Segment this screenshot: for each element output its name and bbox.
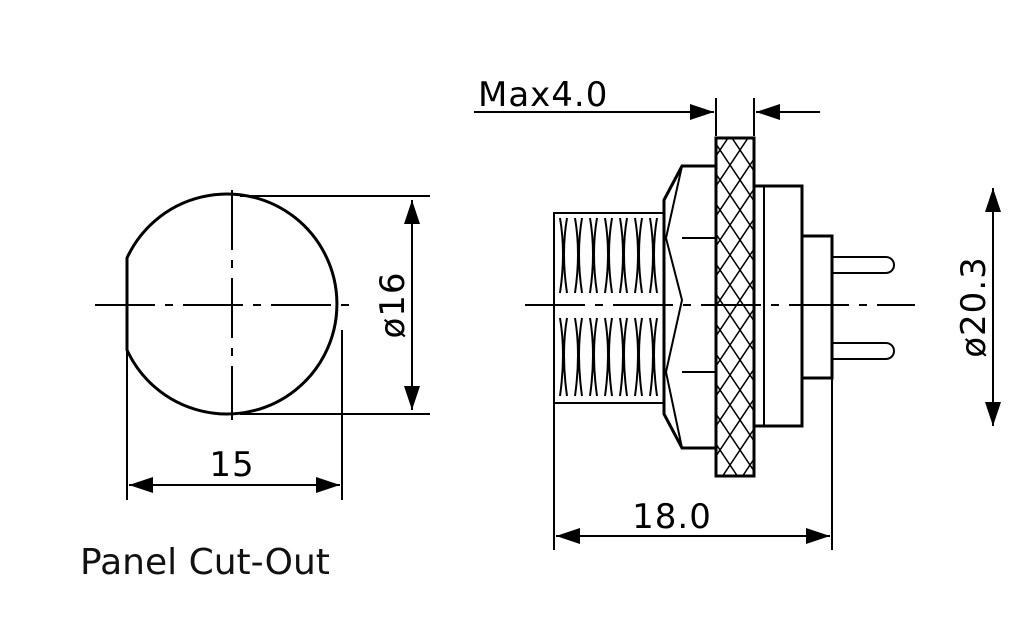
connector-length-label: 18.0: [632, 497, 712, 537]
connector-side-view: Max4.0 18.0 ø20.3: [474, 75, 1001, 550]
cutout-diameter-label: ø16: [373, 271, 413, 338]
cutout-width-label: 15: [209, 445, 254, 485]
hex-nut-facets: [664, 165, 684, 449]
pin-upper: [832, 256, 895, 274]
panel-cutout-view: ø16 15 Panel Cut-Out: [80, 190, 430, 583]
connector-diameter-label: ø20.3: [954, 256, 994, 358]
cutout-outline: [125, 192, 339, 416]
max-thickness-label: Max4.0: [478, 75, 608, 115]
thread-section: [553, 212, 665, 404]
pin-lower: [832, 342, 895, 360]
cutout-caption: Panel Cut-Out: [80, 542, 330, 583]
rear-insert: [800, 234, 834, 380]
knurled-ring: [714, 136, 756, 478]
